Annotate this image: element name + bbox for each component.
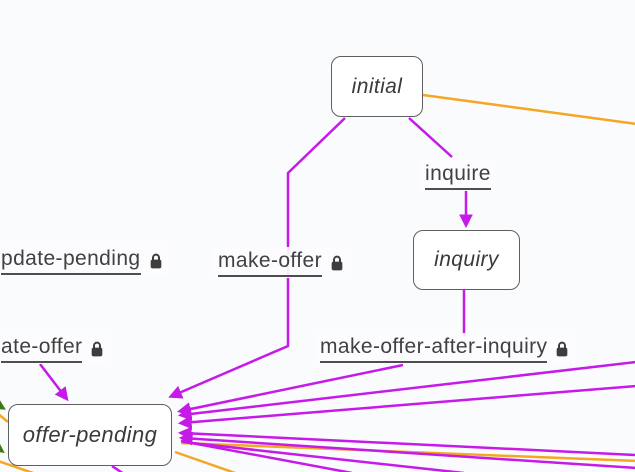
edge-orange-offer-pending-bottom [174, 450, 237, 472]
event-label-make-offer[interactable]: make-offer [213, 247, 350, 278]
state-node-offer-pending[interactable]: offer-pending [8, 404, 172, 466]
state-node-inquiry[interactable]: inquiry [413, 230, 520, 290]
event-label-update-offer[interactable]: ate-offer [0, 333, 111, 364]
state-label: inquiry [434, 248, 499, 271]
event-text: ate-offer [1, 335, 83, 363]
edge-orange-left-into-offer-pending [0, 413, 9, 423]
edge-green-left-top [0, 399, 6, 410]
state-label: offer-pending [22, 422, 158, 447]
event-text: inquire [425, 162, 491, 190]
edge-offer-pending-out-bottom-3 [111, 464, 124, 472]
lock-icon [331, 255, 343, 270]
edge-green-left-bottom [0, 441, 5, 453]
edge-right-into-offer-pending-3 [177, 426, 635, 457]
edge-update-offer [39, 363, 69, 402]
edge-right-into-offer-pending-4 [178, 431, 635, 470]
event-text: make-offer [218, 249, 322, 277]
edge-right-into-offer-pending-1 [177, 360, 635, 421]
event-text: pdate-pending [1, 247, 141, 275]
edge-initial-offscreen-right-orange [422, 93, 635, 125]
event-label-make-offer-after-inquiry[interactable]: make-offer-after-inquiry [315, 333, 576, 364]
edge-offer-pending-out-bottom-2 [182, 440, 465, 472]
edge-initial-to-inquire-label [408, 117, 453, 158]
event-label-inquire[interactable]: inquire [420, 160, 496, 191]
lock-icon [150, 253, 161, 268]
lock-icon [92, 341, 103, 356]
edge-make-offer-after-inquiry [176, 363, 404, 416]
edge-offer-pending-out-bottom-1 [180, 439, 353, 472]
edge-right-into-offer-pending-2 [177, 384, 635, 430]
event-label-update-pending[interactable]: pdate-pending [0, 245, 169, 276]
state-label: initial [351, 74, 403, 98]
event-text: make-offer-after-inquiry [320, 335, 548, 363]
state-node-initial[interactable]: initial [331, 56, 423, 117]
lock-icon [557, 341, 568, 356]
